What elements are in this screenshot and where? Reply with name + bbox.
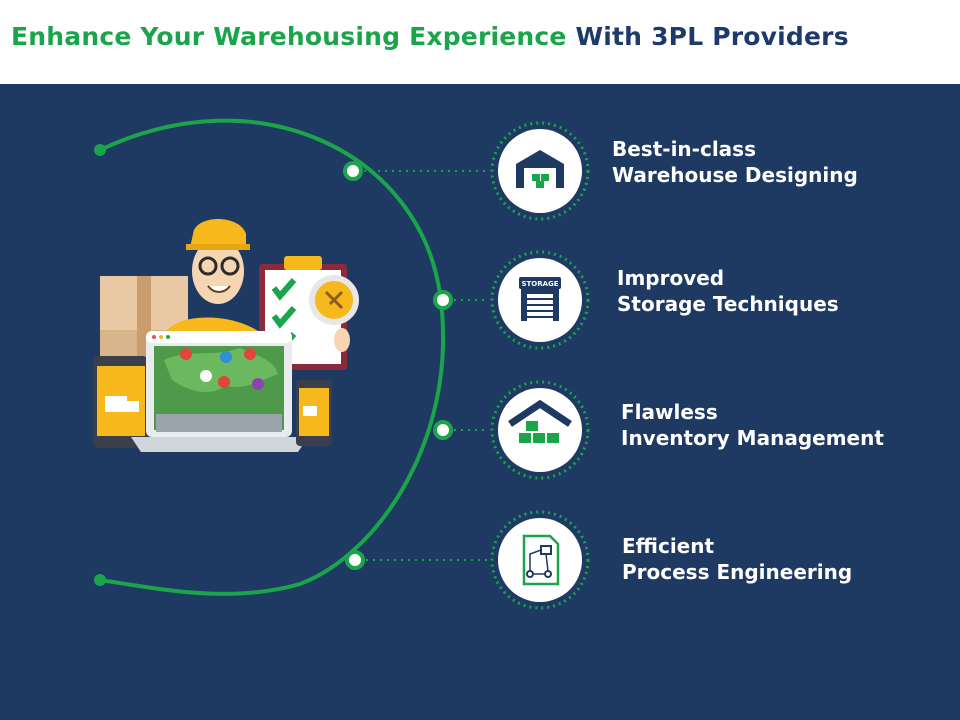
feature-2-text: Improved Storage Techniques <box>617 265 839 317</box>
feature-2-line-2: Storage Techniques <box>617 292 839 316</box>
hard-hat-icon <box>190 219 246 248</box>
title-part-2: With 3PL Providers <box>575 22 849 51</box>
header: Enhance Your Warehousing Experience With… <box>0 0 960 84</box>
feature-4-text: Efficient Process Engineering <box>622 533 852 585</box>
process-icon <box>490 510 590 610</box>
connector-3 <box>433 420 488 440</box>
feature-3-text: Flawless Inventory Management <box>621 399 884 451</box>
storage-icon: STORAGE <box>490 250 590 350</box>
inventory-icon <box>490 380 590 480</box>
feature-1-line-1: Best-in-class <box>612 137 756 161</box>
connector-1 <box>343 161 488 181</box>
arc-end-dot <box>94 574 106 586</box>
feature-4-line-2: Process Engineering <box>622 560 853 584</box>
arc-start-dot <box>94 144 106 156</box>
storage-sign-text: STORAGE <box>521 280 558 288</box>
feature-1-text: Best-in-class Warehouse Designing <box>612 136 858 188</box>
connector-2 <box>433 290 488 310</box>
timeline-arc <box>99 118 446 596</box>
infographic-art: STORAGE <box>93 118 590 610</box>
feature-1-line-2: Warehouse Designing <box>612 163 858 187</box>
connector-4 <box>345 550 488 570</box>
feature-3-line-2: Inventory Management <box>621 426 884 450</box>
delivery-worker-illustration <box>93 219 359 452</box>
map-pin-icon <box>180 348 192 360</box>
feature-2-line-1: Improved <box>617 266 725 290</box>
feature-3-line-1: Flawless <box>621 400 718 424</box>
feature-4-line-1: Efficient <box>622 534 715 558</box>
warehouse-icon <box>490 121 590 221</box>
title-part-1: Enhance Your Warehousing Experience <box>11 22 567 51</box>
infographic-panel: STORAGE <box>0 84 960 720</box>
page-title: Enhance Your Warehousing Experience With… <box>11 22 849 51</box>
